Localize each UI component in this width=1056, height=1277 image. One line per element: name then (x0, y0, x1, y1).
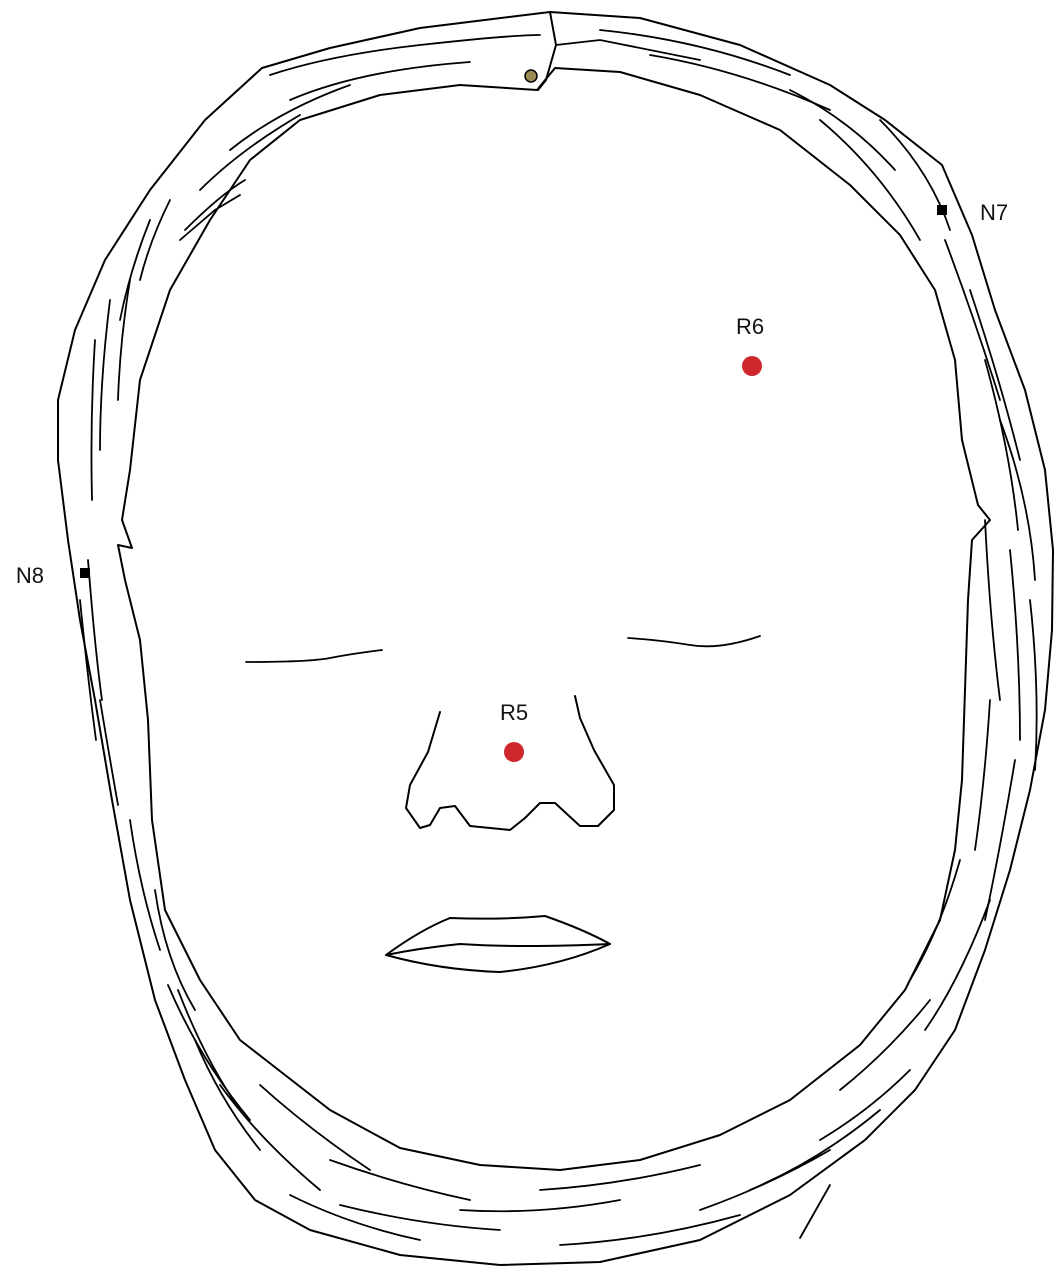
marker-n7-label: N7 (980, 200, 1008, 225)
marker-n8-square (80, 568, 90, 578)
upper-lip (386, 916, 610, 955)
marker-r6-dot (742, 356, 762, 376)
right-eye-line (628, 636, 760, 646)
crown-fold (538, 12, 556, 90)
left-eye-line (246, 650, 382, 662)
marker-r5-label: R5 (500, 700, 528, 725)
band-texture-strokes (80, 30, 1037, 1245)
marker-r5-dot (504, 742, 524, 762)
crown-fold-line (556, 40, 700, 60)
marker-r6-label: R6 (736, 314, 764, 339)
crown-dot (525, 70, 537, 82)
marker-n7-square (937, 205, 947, 215)
marker-n8-label: N8 (16, 563, 44, 588)
face-inner-area (118, 68, 990, 1170)
